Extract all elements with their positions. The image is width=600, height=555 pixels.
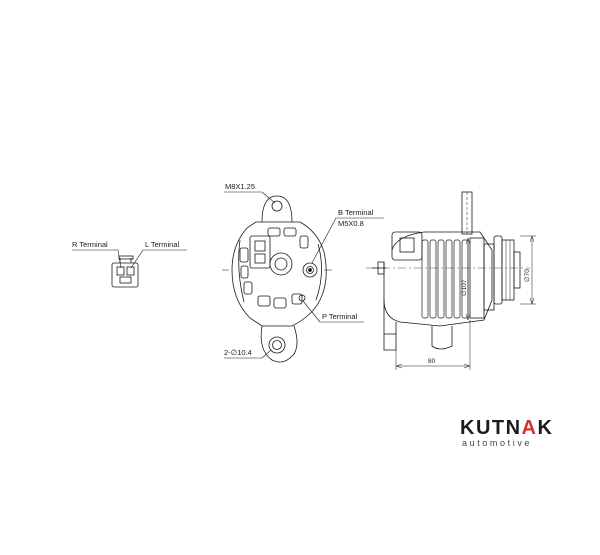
l-terminal-leader bbox=[130, 249, 187, 269]
r-terminal-leader bbox=[72, 249, 122, 269]
brand-accent-letter: A bbox=[521, 417, 538, 439]
r-terminal-label: R Terminal bbox=[72, 240, 108, 249]
brand-name: KUTNAK bbox=[460, 417, 554, 439]
connector-diagram bbox=[111, 255, 139, 288]
brand-logo: KUTNAK automotive bbox=[460, 417, 554, 449]
dim-70-line bbox=[520, 235, 536, 305]
p-terminal-leader bbox=[302, 300, 364, 323]
m8-thread-leader bbox=[224, 191, 276, 204]
brand-tagline: automotive bbox=[462, 438, 533, 448]
mount-hole-label: 2-∅10.4 bbox=[224, 348, 252, 357]
b-terminal-label: B Terminal bbox=[338, 208, 374, 217]
b-terminal-leader bbox=[311, 217, 384, 264]
dim-107-label: ∅107 bbox=[461, 279, 468, 296]
alternator-front-view bbox=[222, 195, 332, 363]
dim-80-line bbox=[395, 320, 471, 370]
p-terminal-label: P Terminal bbox=[322, 312, 357, 321]
dim-107-line bbox=[465, 237, 471, 321]
l-terminal-label: L Terminal bbox=[145, 240, 180, 249]
alternator-side-view bbox=[366, 191, 530, 351]
thread-top-label: M8X1.25 bbox=[225, 182, 255, 191]
mount-hole-leader bbox=[224, 349, 272, 359]
dim-80-label: 80 bbox=[428, 358, 436, 365]
b-thread-label: M5X0.8 bbox=[338, 219, 364, 228]
dim-70-label: ∅70 bbox=[524, 269, 531, 282]
